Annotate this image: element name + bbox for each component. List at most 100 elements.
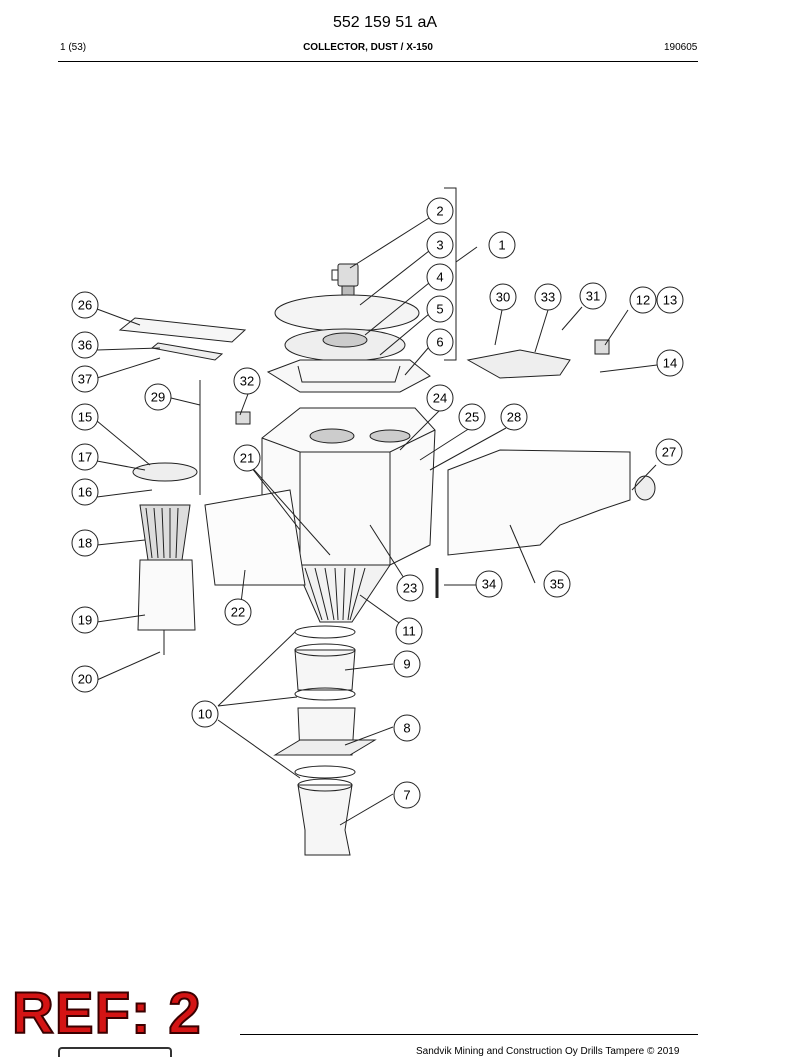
callout-30: 30: [489, 283, 517, 311]
svg-text:19: 19: [78, 613, 92, 628]
svg-text:15: 15: [78, 410, 92, 425]
part-filter-cartridge: [139, 504, 191, 561]
part-canister: [137, 559, 196, 631]
callout-8: 8: [393, 714, 421, 742]
svg-text:11: 11: [402, 624, 416, 639]
callout-15: 15: [71, 403, 99, 431]
callout-29: 29: [144, 383, 172, 411]
page-indicator: 1 (53): [60, 42, 87, 53]
svg-text:3: 3: [436, 238, 443, 253]
svg-text:4: 4: [436, 270, 443, 285]
callout-11: 11: [395, 617, 423, 645]
part-canister-lid: [132, 462, 198, 482]
svg-text:7: 7: [403, 788, 410, 803]
callout-23: 23: [396, 574, 424, 602]
part-clip: [235, 411, 251, 425]
svg-text:24: 24: [433, 391, 447, 406]
part-cone: [294, 564, 391, 623]
part-outlet-chute: [297, 784, 353, 856]
callout-6: 6: [426, 328, 454, 356]
callout-22: 22: [224, 598, 252, 626]
callout-9: 9: [393, 650, 421, 678]
callout-3: 3: [426, 231, 454, 259]
part-clamp-ring-lower: [294, 765, 356, 779]
header-rule: [58, 61, 698, 62]
part-gasket: [266, 359, 431, 393]
svg-text:14: 14: [663, 356, 677, 371]
svg-text:27: 27: [662, 445, 676, 460]
svg-text:16: 16: [78, 485, 92, 500]
svg-text:9: 9: [403, 657, 410, 672]
callout-7: 7: [393, 781, 421, 809]
reference-stamp: REF: 2: [11, 981, 202, 1046]
callout-37: 37: [71, 365, 99, 393]
callout-5: 5: [426, 295, 454, 323]
svg-text:10: 10: [198, 707, 212, 722]
svg-text:20: 20: [78, 672, 92, 687]
svg-text:8: 8: [403, 721, 410, 736]
svg-text:17: 17: [78, 450, 92, 465]
callout-17: 17: [71, 443, 99, 471]
part-top-plate: [274, 294, 420, 332]
svg-text:37: 37: [78, 372, 92, 387]
svg-text:28: 28: [507, 410, 521, 425]
callout-28: 28: [500, 403, 528, 431]
svg-text:32: 32: [240, 374, 254, 389]
part-duct: [447, 449, 631, 556]
callout-20: 20: [71, 665, 99, 693]
part-motor: [331, 263, 359, 299]
callout-31: 31: [579, 282, 607, 310]
svg-text:23: 23: [403, 581, 417, 596]
svg-text:21: 21: [240, 451, 254, 466]
assembly-title: COLLECTOR, DUST / X-150: [303, 42, 433, 53]
svg-text:36: 36: [78, 338, 92, 353]
callout-19: 19: [71, 606, 99, 634]
callout-33: 33: [534, 283, 562, 311]
footer-rule: [240, 1034, 698, 1035]
callout-18: 18: [71, 529, 99, 557]
callout-10: 10: [191, 700, 219, 728]
svg-text:22: 22: [231, 605, 245, 620]
callout-24: 24: [426, 384, 454, 412]
callout-16: 16: [71, 478, 99, 506]
callout-13: 13: [656, 286, 684, 314]
part-door: [204, 489, 306, 586]
assembly-bracket: [444, 187, 457, 361]
svg-text:31: 31: [586, 289, 600, 304]
revision-date: 190605: [664, 42, 698, 53]
part-clamp-ring-middle: [294, 687, 356, 701]
svg-text:13: 13: [663, 293, 677, 308]
callout-25: 25: [458, 403, 486, 431]
company-logo: [58, 1047, 172, 1057]
svg-text:2: 2: [436, 204, 443, 219]
copyright-notice: Sandvik Mining and Construction Oy Drill…: [416, 1046, 680, 1057]
svg-text:26: 26: [78, 298, 92, 313]
callout-26: 26: [71, 291, 99, 319]
svg-text:1: 1: [498, 238, 505, 253]
callout-1: 1: [488, 231, 516, 259]
svg-text:5: 5: [436, 302, 443, 317]
callout-4: 4: [426, 263, 454, 291]
callout-27: 27: [655, 438, 683, 466]
callout-36: 36: [71, 331, 99, 359]
callout-34: 34: [475, 570, 503, 598]
svg-text:33: 33: [541, 290, 555, 305]
svg-text:29: 29: [151, 390, 165, 405]
callout-12: 12: [629, 286, 657, 314]
callout-21: 21: [233, 444, 261, 472]
callout-32: 32: [233, 367, 261, 395]
part-bracket-bar-upper: [118, 317, 247, 343]
callout-14: 14: [656, 349, 684, 377]
part-valve-block: [466, 349, 571, 379]
svg-text:30: 30: [496, 290, 510, 305]
part-sleeve: [294, 649, 356, 691]
callout-35: 35: [543, 570, 571, 598]
leader-lines: [96, 217, 658, 826]
part-bracket-bar-lower: [150, 342, 224, 361]
svg-text:35: 35: [550, 577, 564, 592]
svg-text:18: 18: [78, 536, 92, 551]
callout-2: 2: [426, 197, 454, 225]
svg-text:25: 25: [465, 410, 479, 425]
svg-text:6: 6: [436, 335, 443, 350]
